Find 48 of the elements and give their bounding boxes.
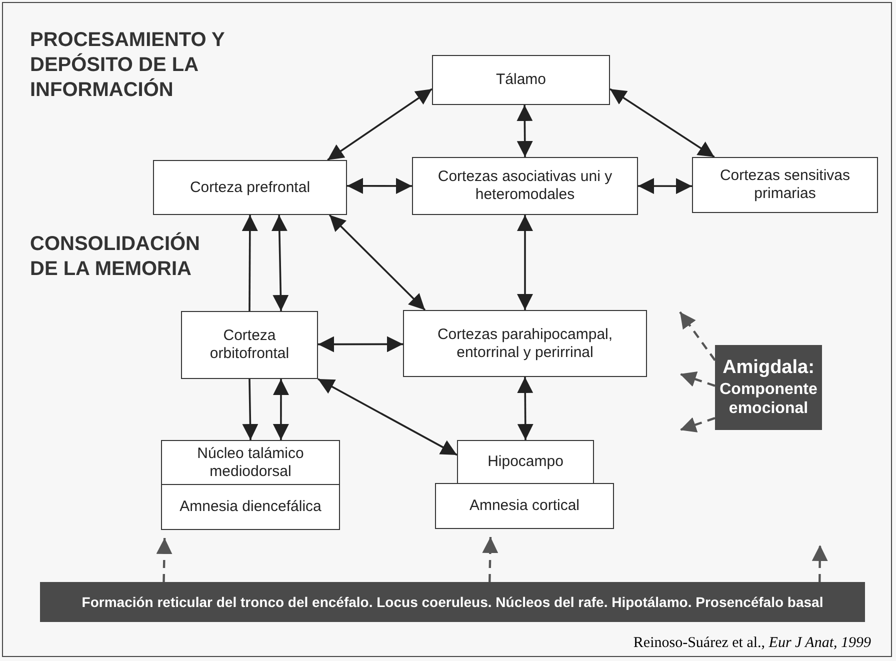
box-text: Cortezas asociativas uni y heteromodales (436, 168, 614, 204)
box-text: Cortezas parahipocampal, entorrinal y perirrinal (436, 326, 614, 362)
box-text: Formación reticular del tronco del encéfalo. Locus coeruleus. Núcleos del rafe. Hipotálamo. Prosencéfalo basal (82, 594, 824, 610)
arrow (517, 215, 533, 310)
process-box (161, 484, 340, 530)
arrow (271, 214, 289, 312)
process-box (181, 311, 318, 379)
process-box (153, 160, 347, 215)
process-box (435, 483, 614, 529)
box-text: Amnesia diencefálica (180, 498, 322, 516)
dashed-arrow (680, 417, 716, 432)
arrow (516, 105, 533, 157)
dashed-arrow (680, 372, 716, 387)
dark-box (715, 345, 822, 430)
arrow (242, 378, 258, 440)
arrow (328, 214, 426, 311)
dashed-arrow (156, 538, 172, 582)
arrow (327, 88, 432, 161)
arrow (318, 378, 458, 456)
box-text: Hipocampo (488, 453, 564, 471)
box-text: Cortezas sensitivas primarias (718, 167, 852, 203)
dashed-arrow (812, 544, 828, 582)
box-text: Corteza prefrontal (190, 178, 310, 196)
section-heading: CONSOLIDACIÓN DE LA MEMORIA (30, 232, 201, 282)
arrow (610, 88, 715, 158)
process-box (412, 157, 638, 215)
box-text: Corteza orbitofrontal (208, 327, 290, 363)
box-heading: Amigdala: (722, 356, 814, 380)
arrow (272, 379, 289, 440)
arrow (517, 377, 534, 440)
box-text: Amnesia cortical (469, 497, 580, 515)
dashed-arrow (679, 311, 716, 361)
process-box (403, 310, 647, 377)
dashed-arrow (482, 536, 498, 582)
arrow (242, 215, 258, 311)
source-caption: Reinoso-Suárez et al., Eur J Anat, 1999 (633, 635, 871, 652)
process-box (161, 440, 340, 485)
arrow (318, 336, 403, 352)
arrow (347, 178, 412, 194)
diagram-title: PROCESAMIENTO Y DEPÓSITO DE LA INFORMACIÓN (30, 28, 226, 103)
process-box (692, 157, 878, 213)
box-text: Tálamo (496, 71, 546, 89)
process-box (457, 440, 594, 484)
process-box (432, 55, 610, 105)
dark-box (40, 582, 865, 622)
box-text: Componente emocional (720, 380, 818, 418)
arrow (638, 178, 692, 194)
box-text: Núcleo talámico mediodorsal (196, 444, 305, 480)
